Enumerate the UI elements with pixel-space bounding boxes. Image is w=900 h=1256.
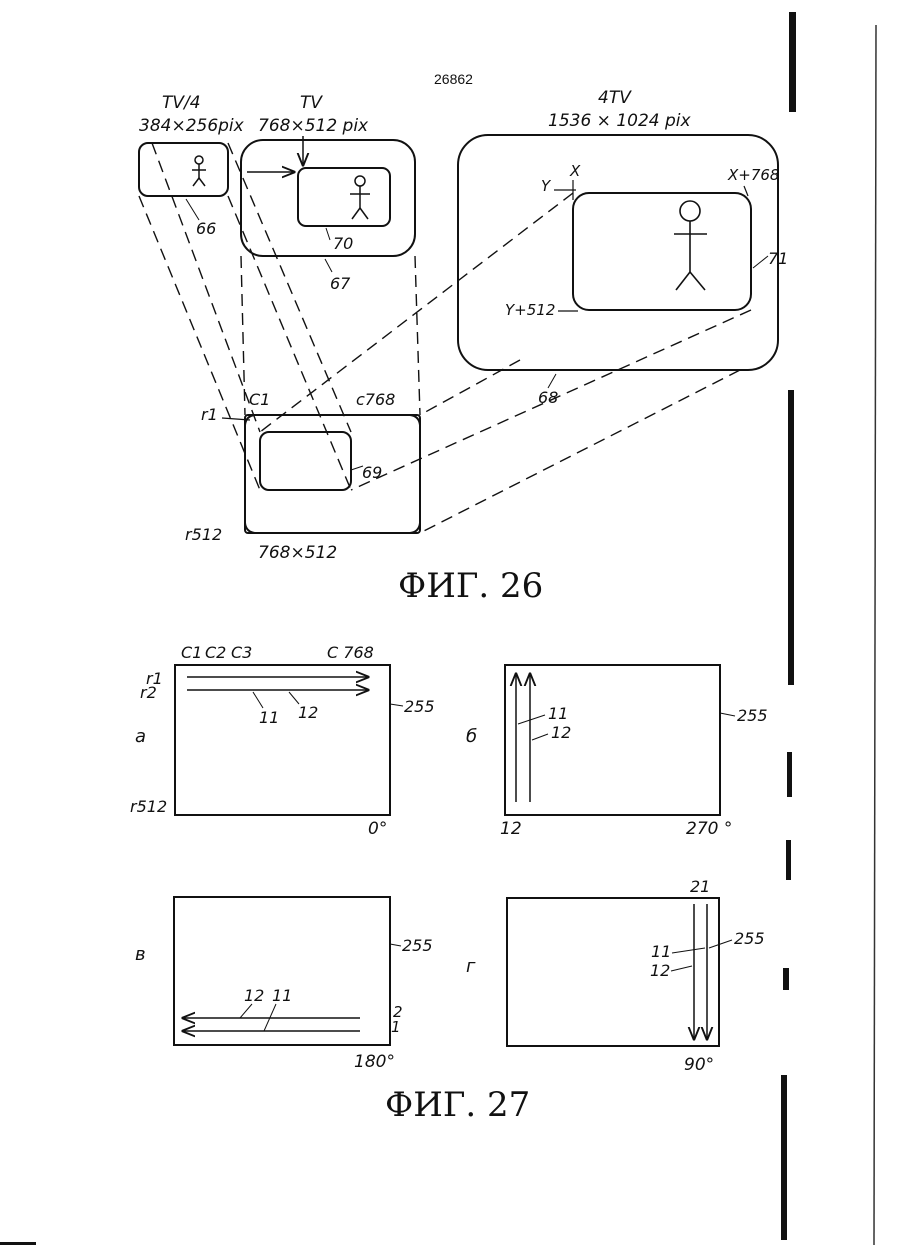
v-ref-255: 255 (402, 936, 433, 955)
a-ref-11: 11 (259, 708, 279, 727)
g-ref-12: 12 (650, 961, 670, 980)
label-x: X (569, 162, 581, 180)
v-letter: в (135, 944, 146, 965)
small-screen-title: TV/4 (162, 93, 201, 113)
mem-c1: C1 (249, 390, 270, 409)
fig27-panel-a: C1 C2 C3 C 768 r1 r2 r512 а 255 11 12 0° (130, 643, 435, 839)
figure-27: C1 C2 C3 C 768 r1 r2 r512 а 255 11 12 0°… (130, 643, 768, 1125)
v-ref-1: 1 (391, 1018, 401, 1036)
b-letter: б (466, 726, 477, 747)
v-angle: 180° (354, 1052, 395, 1072)
a-r512: r512 (130, 797, 167, 816)
mem-r512: r512 (185, 525, 222, 544)
fig26-caption: ФИГ. 26 (398, 566, 543, 606)
tv-screen-resolution: 768×512 pix (258, 116, 369, 136)
g-ref-21: 21 (690, 877, 710, 896)
a-ref-255: 255 (404, 697, 435, 716)
v-ref-12: 12 (244, 986, 264, 1005)
mem-c768: c768 (356, 390, 395, 409)
mem-r1: r1 (201, 405, 218, 424)
g-letter: г (466, 956, 476, 977)
a-c3: C3 (231, 643, 252, 662)
big-screen-resolution: 1536 × 1024 pix (548, 111, 691, 131)
label-y512: Y+512 (505, 301, 555, 319)
tv-screen-title: TV (300, 93, 323, 113)
memory-frame: C1 c768 r1 r512 768×512 69 (185, 390, 420, 563)
b-ref-11: 11 (548, 704, 568, 723)
fig27-panel-v: в 255 12 11 2 1 180° (135, 897, 433, 1072)
tv-screen: TV 768×512 pix 70 67 (241, 93, 415, 293)
document-number: 26862 (434, 71, 473, 87)
label-x768: X+768 (727, 166, 779, 184)
g-ref-11: 11 (651, 942, 671, 961)
a-ref-12: 12 (298, 703, 318, 722)
b-ref-12: 12 (551, 723, 571, 742)
mem-size: 768×512 (258, 543, 337, 563)
projection-lines (139, 143, 751, 533)
stick-figure-big-icon (674, 201, 707, 290)
stick-figure-small-icon (192, 156, 206, 186)
ref-67: 67 (330, 274, 351, 293)
b-ref-255: 255 (737, 706, 768, 725)
big-screen-title: 4TV (598, 88, 632, 108)
small-screen-resolution: 384×256pix (139, 116, 245, 136)
small-screen: TV/4 384×256pix 66 (139, 93, 245, 238)
ref-70: 70 (333, 234, 353, 253)
ref-66: 66 (196, 219, 216, 238)
ref-69: 69 (362, 463, 382, 482)
figure-26: TV/4 384×256pix 66 TV 768×512 pix 70 67 (139, 88, 788, 606)
a-c768: C 768 (327, 643, 374, 662)
b-angle: 270 ° (686, 819, 732, 839)
a-angle: 0° (368, 819, 387, 839)
fig27-caption: ФИГ. 27 (385, 1085, 530, 1125)
a-letter: а (135, 726, 146, 747)
label-y: Y (541, 177, 552, 195)
a-c1: C1 (181, 643, 202, 662)
stick-figure-tv-icon (350, 176, 370, 219)
fig27-panel-b: б 11 12 255 12 270 ° (466, 665, 768, 839)
fig27-panel-g: г 21 11 12 255 90° (466, 877, 765, 1075)
g-angle: 90° (684, 1055, 714, 1075)
big-screen: 4TV 1536 × 1024 pix X Y X+768 Y+512 71 6… (458, 88, 788, 407)
v-ref-11: 11 (272, 986, 292, 1005)
a-c2: C2 (205, 643, 226, 662)
g-ref-255: 255 (734, 929, 765, 948)
b-bottom-12: 12 (500, 819, 522, 839)
ref-71: 71 (768, 249, 788, 268)
a-r2: r2 (140, 683, 157, 702)
